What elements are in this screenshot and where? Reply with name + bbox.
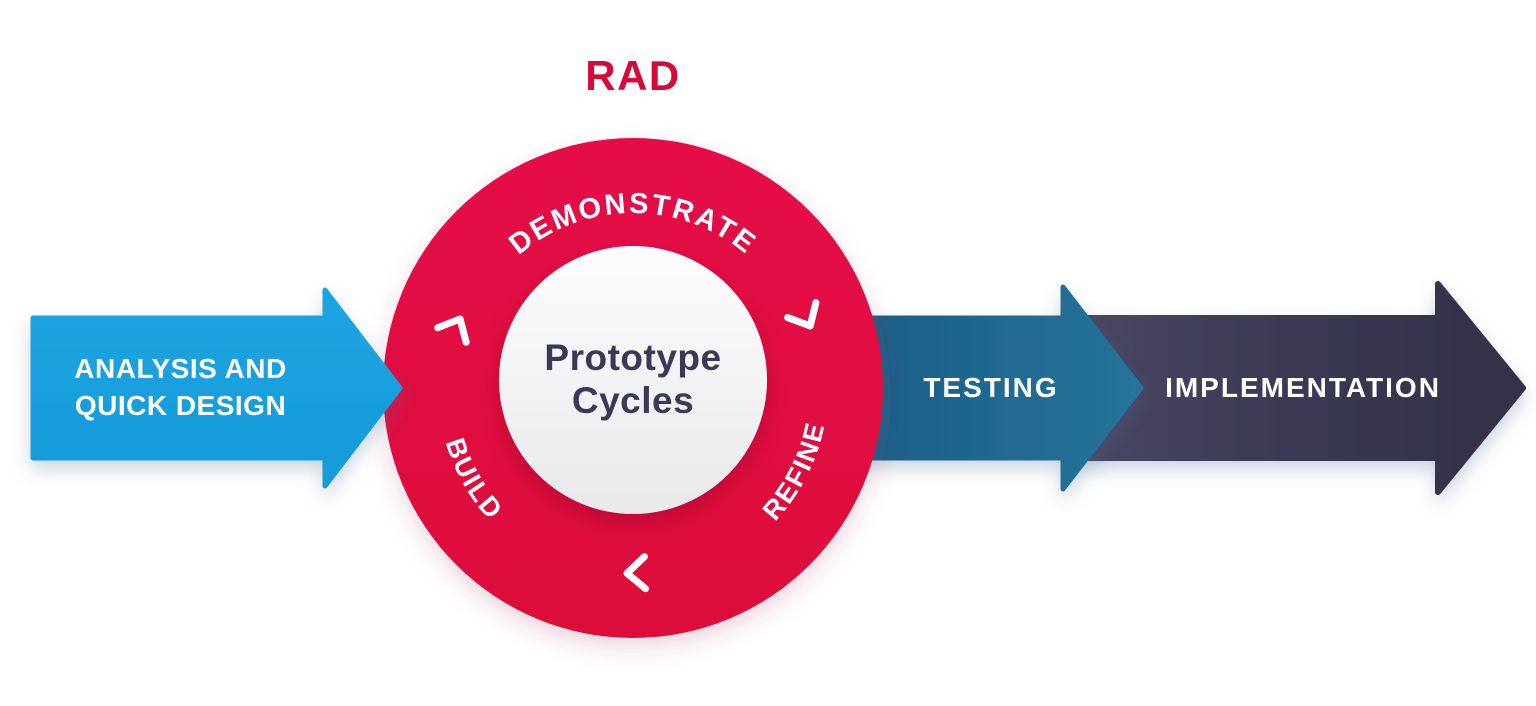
testing-arrow-shape (857, 284, 1144, 492)
chevron-left-icon (623, 553, 650, 593)
analysis-arrow-shape (30, 287, 403, 489)
cycle-inner-circle (499, 246, 767, 514)
chevron-down-right-icon (784, 299, 820, 330)
chevron-up-right-icon (434, 315, 470, 346)
implementation-arrow-shape (1077, 281, 1526, 495)
